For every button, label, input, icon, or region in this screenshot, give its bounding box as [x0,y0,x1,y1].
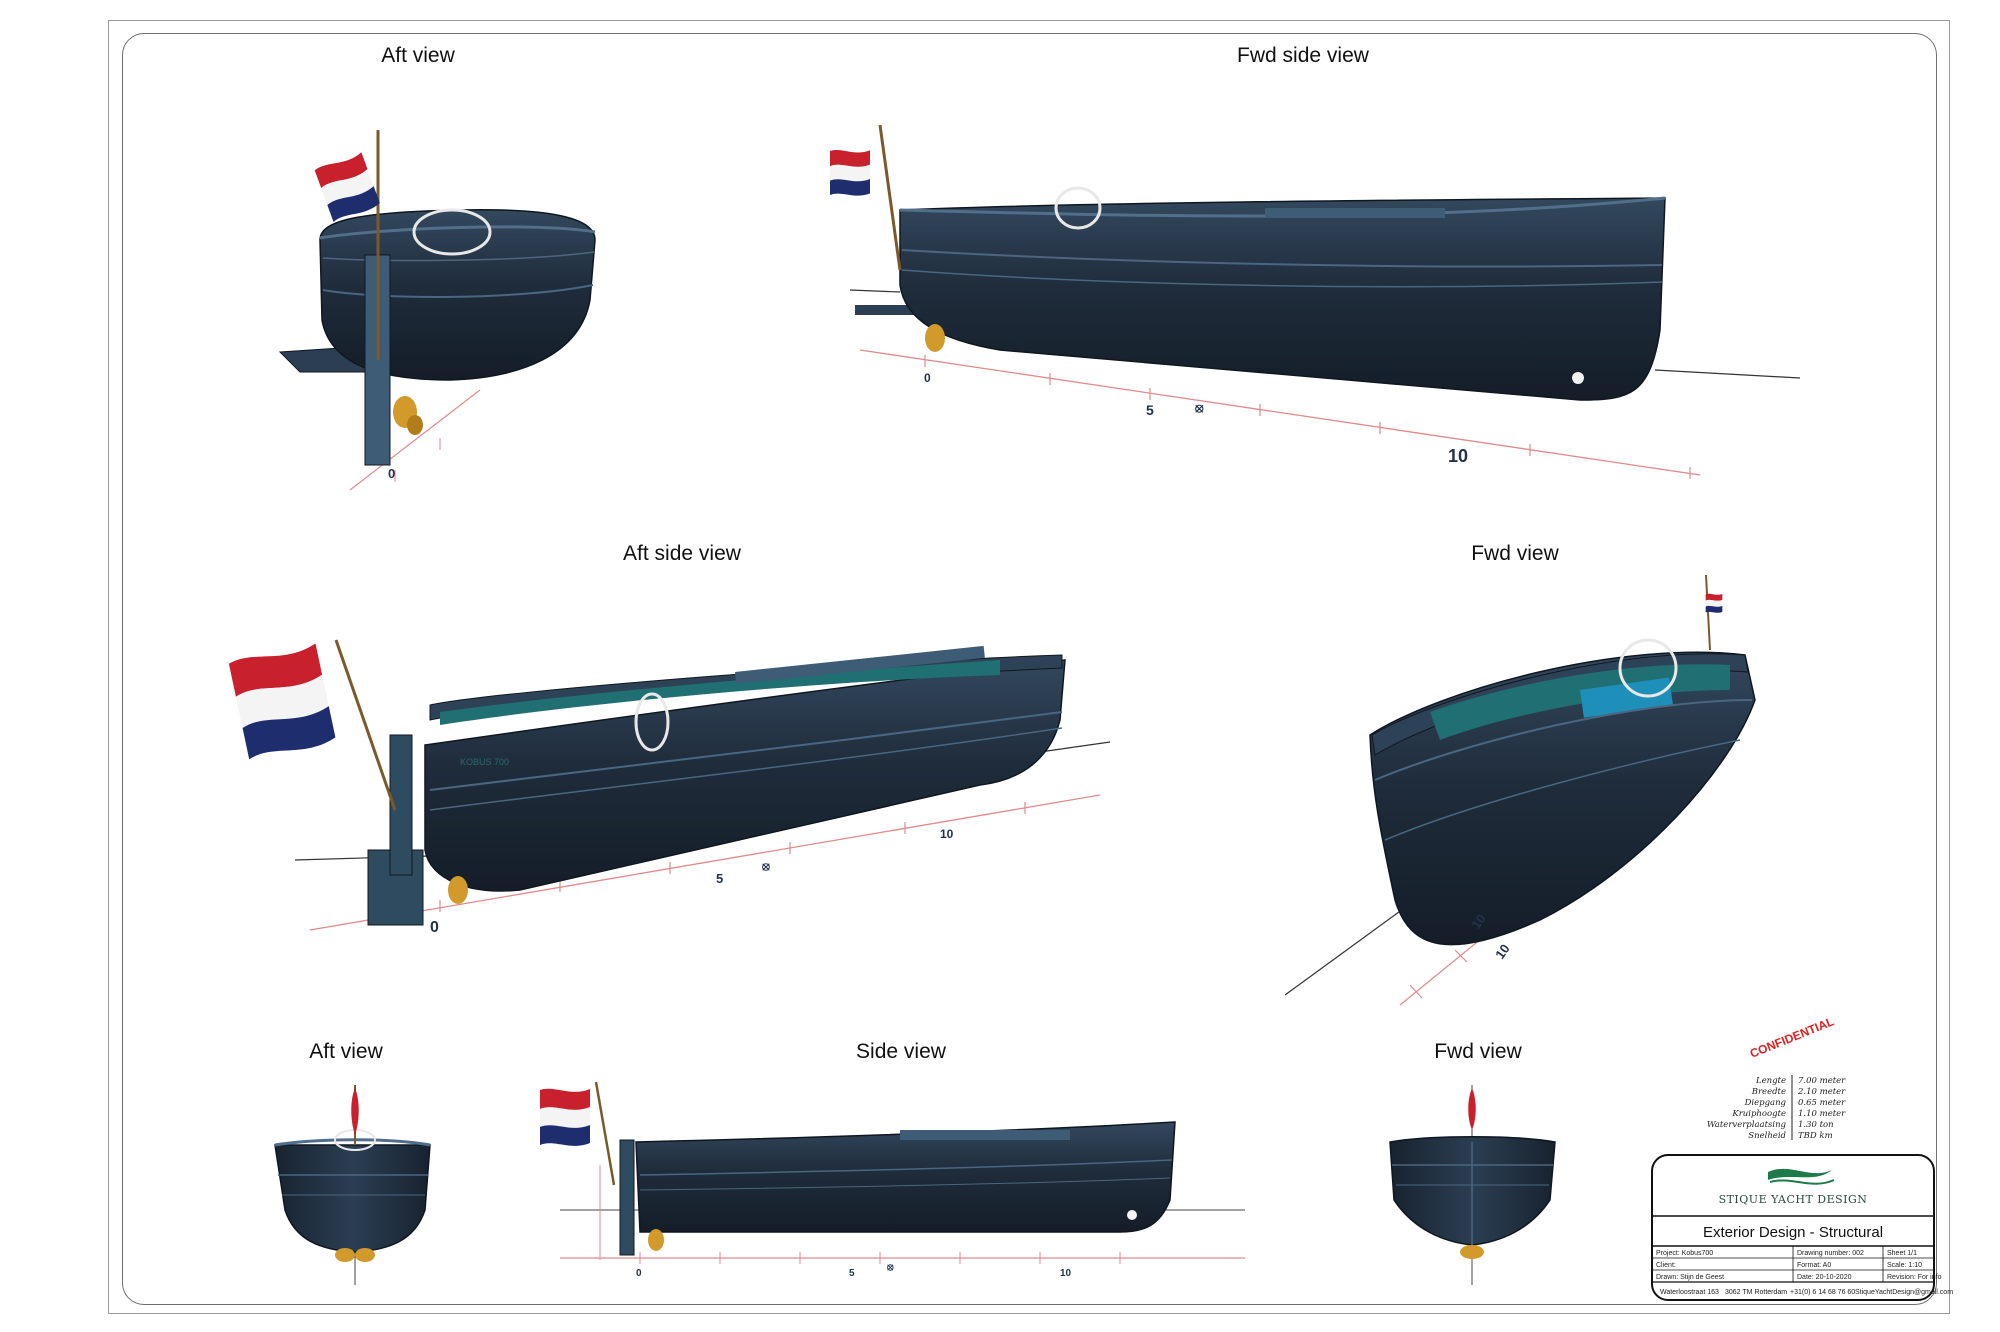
scale-label-fwd-side-0: 0 [924,371,931,385]
spec-value-draft: 0.65 meter [1798,1098,1846,1108]
scale-label-aft-side-midship: ⦻ [762,859,770,873]
title-fwd-side-view: Fwd side view [1237,44,1370,67]
spec-label-draft: Diepgang [1744,1098,1787,1108]
scale-label-fwd-side-5: 5 [1146,402,1154,418]
spec-list: Lengte 7.00 meter Breedte 2.10 meter Die… [1707,1076,1846,1141]
tb-scale: Scale: 1:10 [1887,1262,1922,1269]
scale-label-aft-side-5: 5 [716,871,723,886]
render-aft-view-top: 0 [278,130,596,491]
tb-date: Date: 20-10-2020 [1797,1274,1852,1281]
render-fwd-view-mid: 10 10 [1284,574,1756,1006]
tb-phone: +31(0) 6 14 68 76 60 [1790,1289,1855,1296]
spec-label-air-draft: Kruiphoogte [1731,1109,1786,1119]
scale-label-fwd-side-midship: ⦻ [1195,400,1204,415]
render-aft-side-view: 0 5 ⦻ 10 KOBUS 700 [228,639,1111,936]
scale-label-side-0: 0 [636,1268,642,1279]
drawing-title: Exterior Design - Structural [1703,1224,1883,1241]
scale-label-aft-side-10: 10 [940,827,954,841]
spec-value-displacement: 1.30 ton [1798,1120,1834,1130]
brand-name: STIQUE YACHT DESIGN [1719,1193,1868,1206]
tb-client: Client: [1656,1262,1676,1269]
tb-format: Format: A0 [1797,1262,1831,1269]
scale-label-side-5: 5 [849,1268,855,1279]
title-fwd-view-bottom: Fwd view [1434,1040,1522,1063]
scale-label-aft-side-0: 0 [430,919,439,936]
tb-email: StiqueYachtDesign@gmail.com [1855,1289,1953,1296]
tb-project: Project: Kobus700 [1656,1250,1713,1257]
tb-drawing-number: Drawing number: 002 [1797,1250,1864,1257]
tb-city: 3062 TM Rotterdam [1725,1289,1787,1296]
spec-value-length: 7.00 meter [1798,1076,1846,1086]
scale-label-side-10: 10 [1060,1268,1072,1279]
tb-sheet: Sheet 1/1 [1887,1250,1917,1257]
spec-value-beam: 2.10 meter [1797,1087,1846,1097]
spec-label-length: Lengte [1755,1076,1786,1086]
title-fwd-view-mid: Fwd view [1471,542,1559,565]
spec-value-speed: TBD km [1798,1131,1833,1141]
title-aft-view-bottom: Aft view [309,1040,383,1063]
title-side-view: Side view [856,1040,947,1063]
hull-name-aft-side: KOBUS 700 [460,757,509,767]
tb-address: Waterloostraat 163 [1660,1289,1719,1296]
title-aft-view-top: Aft view [381,44,455,67]
spec-label-beam: Breedte [1751,1087,1786,1097]
scale-label-aft-top-0: 0 [388,466,395,481]
title-block-frame [1651,1154,1935,1301]
drawing-outer-frame [108,20,1950,1314]
render-fwd-side-view: 0 5 ⦻ 10 [830,124,1801,479]
drawing-inner-frame [122,33,1937,1305]
scale-label-fwd-mid-10a: 10 [1468,911,1489,931]
scale-label-fwd-mid-10b: 10 [1492,941,1513,961]
spec-label-speed: Snelheid [1748,1131,1786,1141]
spec-label-displacement: Waterverplaatsing [1707,1120,1787,1130]
spec-value-air-draft: 1.10 meter [1798,1109,1846,1119]
scale-label-fwd-side-10: 10 [1448,446,1468,466]
scale-label-side-midship: ⦻ [887,1262,894,1273]
render-fwd-view-bottom [1389,1085,1556,1285]
confidential-stamp: CONFIDENTIAL [1748,1014,1836,1060]
render-side-view: 0 5 ⦻ 10 [540,1081,1245,1279]
tb-drawn: Drawn: Stijn de Geest [1656,1274,1724,1281]
brand-wave-icon [1769,1179,1835,1185]
title-aft-side-view: Aft side view [623,542,742,565]
render-aft-view-bottom [274,1085,431,1285]
tb-revision: Revision: For info [1887,1274,1942,1281]
brand-logo-icon [1768,1168,1832,1180]
title-block: STIQUE YACHT DESIGN Exterior Design - St… [1651,1154,1953,1301]
